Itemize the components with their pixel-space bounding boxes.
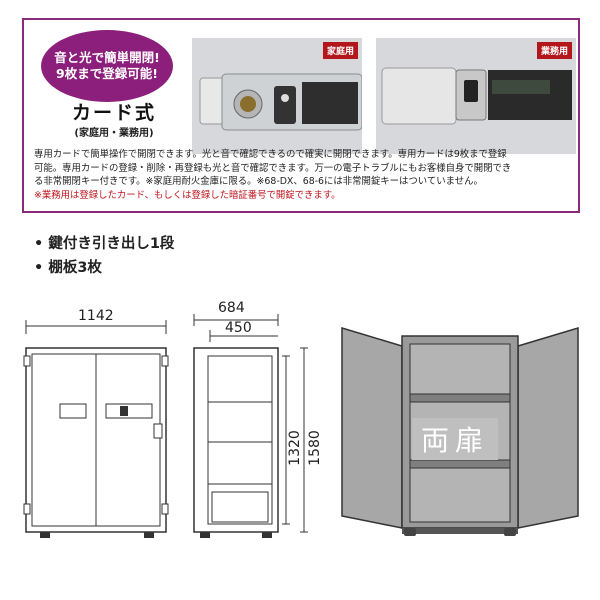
business-lock-photo: 業務用 <box>376 38 576 154</box>
inner-height-dimension: 1320 <box>287 430 303 466</box>
side-view-diagram <box>193 314 308 538</box>
feature-description: 専用カードで簡単操作で開閉できます。光と音で確認できるので確実に開閉できます。専… <box>34 148 574 202</box>
width-dimension: 1142 <box>78 308 114 324</box>
card-type-title: カード式 <box>71 102 156 124</box>
inner-depth-dimension: 450 <box>225 320 252 336</box>
depth-dimension: 684 <box>218 300 245 316</box>
badge-line-1: 音と光で簡単開閉! <box>54 50 160 66</box>
bullet-drawer: 鍵付き引き出し1段 <box>34 232 174 256</box>
front-view-diagram <box>23 320 169 538</box>
home-lock-photo: 家庭用 <box>192 38 362 154</box>
double-door-label: 両扉 <box>412 418 498 460</box>
card-feature-box: 音と光で簡単開閉! 9枚まで登録可能! カード式 (家庭用・業務用) 家庭用 業… <box>22 18 580 213</box>
desc-line-2: 可能。専用カードの登録・削除・再登録も光と音で確認できます。万一の電子トラブルに… <box>34 162 512 174</box>
desc-line-3: る非常開閉キー付きです。※家庭用耐火金庫に限る。※68-DX、68-6には非常開… <box>34 176 483 187</box>
open-safe-illustration <box>341 326 579 536</box>
card-type-subtitle: (家庭用・業務用) <box>74 128 154 139</box>
height-dimension: 1580 <box>307 430 323 466</box>
bullet-shelves: 棚板3枚 <box>34 256 174 280</box>
home-tag: 家庭用 <box>322 42 358 59</box>
badge-line-2: 9枚まで登録可能! <box>56 66 158 81</box>
business-tag: 業務用 <box>536 42 572 59</box>
desc-line-1: 専用カードで簡単操作で開閉できます。光と音で確認できるので確実に開閉できます。専… <box>34 149 507 160</box>
feature-bullets: 鍵付き引き出し1段 棚板3枚 <box>34 232 174 280</box>
feature-badge: 音と光で簡単開閉! 9枚まで登録可能! <box>41 30 173 102</box>
desc-line-4: ※業務用は登録したカード、もしくは登録した暗証番号で開錠できます。 <box>34 189 341 201</box>
